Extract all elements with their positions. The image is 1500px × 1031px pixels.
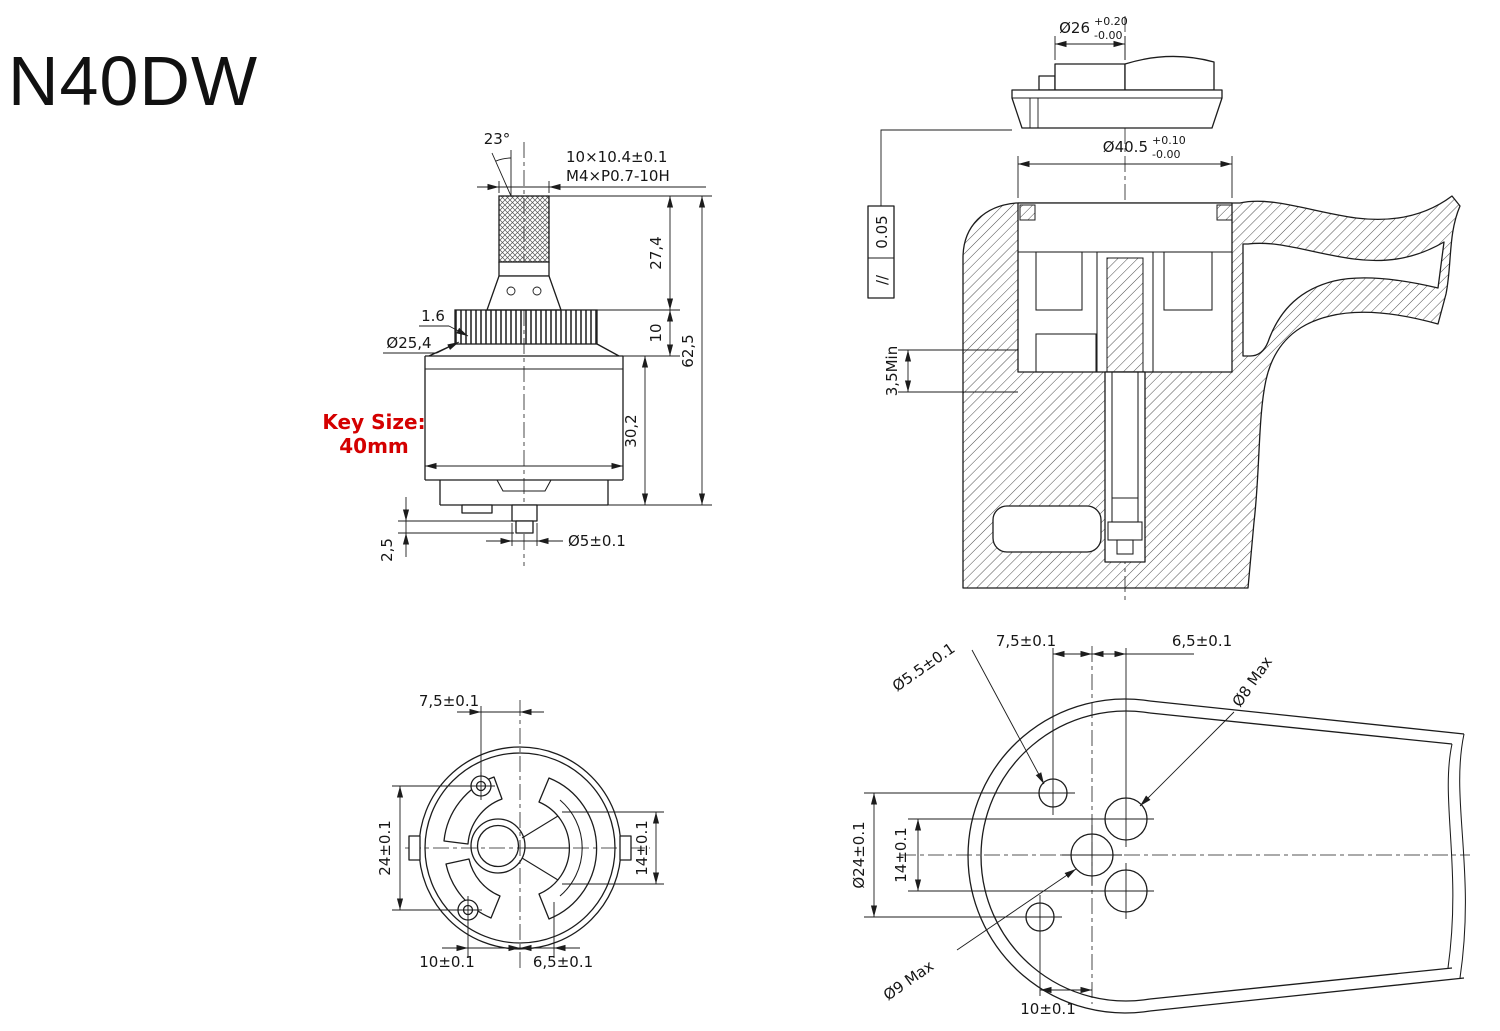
dim-bolt-circle-label: Ø24±0.1 bbox=[850, 821, 868, 888]
port-hole-top bbox=[1098, 791, 1154, 847]
dim-total-height-label: 62,5 bbox=[679, 334, 697, 367]
dim-peg-height: 2,5 bbox=[378, 497, 514, 562]
cartridge-body bbox=[424, 343, 624, 534]
dim-roughness-label: 1.6 bbox=[421, 307, 445, 325]
locator-post-top bbox=[467, 772, 495, 800]
dim-hole-port-spacing-label: 14±0.1 bbox=[892, 827, 910, 883]
dim-bottom-right-offset-label: 6,5±0.1 bbox=[533, 953, 593, 971]
dim-hole-bottom-offset: 10±0.1 bbox=[1020, 939, 1092, 1018]
dim-bottom-left-offset-label: 10±0.1 bbox=[419, 953, 475, 971]
spout-passage bbox=[1242, 241, 1445, 357]
parallelism-value: 0.05 bbox=[873, 215, 891, 248]
lever-fork bbox=[486, 275, 562, 311]
bore-tol-lower: -0.00 bbox=[1152, 148, 1180, 161]
port-hole-bottom bbox=[1098, 863, 1154, 919]
ribbed-collar bbox=[454, 309, 598, 345]
locator-hole-bottom bbox=[1018, 895, 1062, 939]
key-size-value: 40mm bbox=[339, 434, 409, 458]
stem-passage bbox=[1104, 371, 1146, 563]
dim-top-diameter-label: Ø26 bbox=[1059, 19, 1090, 37]
dim-peg-diameter: Ø5±0.1 bbox=[486, 523, 626, 550]
top-tol-lower: -0.00 bbox=[1094, 29, 1122, 42]
top-tol-upper: +0.20 bbox=[1094, 15, 1128, 28]
cartridge-stem bbox=[498, 195, 550, 277]
side-view: 23° 10×10.4±0.1 M4×P0.7-10H 1.6 bbox=[322, 130, 712, 566]
dim-bottom-top-offset: 7,5±0.1 bbox=[419, 692, 544, 776]
dim-hole-port-spacing: 14±0.1 bbox=[892, 818, 1098, 892]
key-size-label: Key Size: bbox=[322, 410, 425, 434]
callout-center-diameter: Ø9 Max bbox=[880, 868, 1077, 1005]
dim-stem-section-label: 10×10.4±0.1 bbox=[566, 148, 667, 166]
dim-collar-height-label: 10 bbox=[647, 323, 665, 342]
dim-bore-diameter-label: Ø40.5 bbox=[1103, 138, 1148, 156]
dim-collar-diameter-label: Ø25,4 bbox=[386, 334, 431, 352]
dim-key-size: Key Size: 40mm bbox=[322, 410, 623, 470]
dim-hole-offsets-top: 7,5±0.1 6,5±0.1 bbox=[996, 632, 1232, 791]
dim-post-spacing: 24±0.1 bbox=[376, 785, 471, 911]
dim-bottom-offsets: 10±0.1 6,5±0.1 bbox=[419, 902, 593, 971]
dim-port-spacing: 14±0.1 bbox=[562, 811, 664, 885]
dim-stem-section: 10×10.4±0.1 M4×P0.7-10H bbox=[477, 148, 706, 193]
locator-post-bottom bbox=[454, 896, 482, 924]
page-title: N40DW bbox=[8, 42, 258, 120]
callout-center-diameter-label: Ø9 Max bbox=[880, 957, 937, 1005]
callout-locator-diameter: Ø5.5±0.1 bbox=[889, 639, 1045, 785]
cartridge-outline-inner bbox=[424, 752, 616, 944]
dim-hole-bottom-offset-label: 10±0.1 bbox=[1020, 1000, 1076, 1018]
dim-left-offset-label: 7,5±0.1 bbox=[996, 632, 1056, 650]
dim-peg-diameter-label: Ø5±0.1 bbox=[568, 532, 626, 550]
cartridge-internals bbox=[1018, 204, 1233, 555]
dim-bolt-circle: Ø24±0.1 bbox=[850, 792, 1031, 918]
key-tab-left bbox=[408, 835, 421, 861]
dim-stem-height-label: 27,4 bbox=[647, 236, 665, 269]
dim-bottom-top-offset-label: 7,5±0.1 bbox=[419, 692, 479, 710]
dim-peg-height-label: 2,5 bbox=[378, 538, 396, 562]
parallelism-symbol: // bbox=[873, 274, 891, 285]
section-view: Ø26 +0.20 -0.00 bbox=[867, 15, 1461, 600]
dim-collar-diameter: Ø25,4 bbox=[383, 334, 460, 354]
dim-min-depth-label: 3,5Min bbox=[883, 346, 901, 396]
inlet-port bbox=[992, 505, 1102, 553]
locator-hole-top bbox=[1031, 771, 1075, 815]
dim-top-diameter: Ø26 +0.20 -0.00 bbox=[1054, 15, 1128, 60]
faucet-deck-outline bbox=[967, 698, 1466, 1014]
parallelism-frame: 0.05 // bbox=[867, 129, 1012, 299]
callout-locator-diameter-label: Ø5.5±0.1 bbox=[889, 639, 958, 695]
dim-bore-diameter: Ø40.5 +0.10 -0.00 bbox=[1017, 134, 1233, 198]
hole-pattern-view: 7,5±0.1 6,5±0.1 Ø24±0.1 14±0.1 10±0.1 Ø5… bbox=[850, 632, 1470, 1018]
dim-heights: 27,4 10 30,2 62,5 bbox=[549, 195, 712, 506]
callout-port-diameter: Ø8 Max bbox=[1139, 653, 1277, 807]
dim-stem-angle-label: 23° bbox=[484, 130, 511, 148]
key-tab-right bbox=[619, 835, 632, 861]
dim-roughness: 1.6 bbox=[419, 307, 469, 337]
dim-post-spacing-label: 24±0.1 bbox=[376, 820, 394, 876]
dim-stem-angle: 23° bbox=[484, 130, 512, 197]
mounting-nut bbox=[1011, 55, 1223, 129]
stem-hole bbox=[470, 818, 526, 874]
bore-tol-upper: +0.10 bbox=[1152, 134, 1186, 147]
dim-min-depth: 3,5Min bbox=[883, 346, 1018, 396]
dim-right-offset-label: 6,5±0.1 bbox=[1172, 632, 1232, 650]
bottom-view: 7,5±0.1 24±0.1 14±0.1 10±0.1 6,5±0.1 bbox=[376, 692, 664, 972]
callout-port-diameter-label: Ø8 Max bbox=[1229, 653, 1277, 710]
dim-body-height-label: 30,2 bbox=[622, 414, 640, 447]
dim-port-spacing-label: 14±0.1 bbox=[633, 820, 651, 876]
thread-spec-label: M4×P0.7-10H bbox=[566, 167, 670, 185]
center-hole bbox=[1062, 825, 1122, 885]
